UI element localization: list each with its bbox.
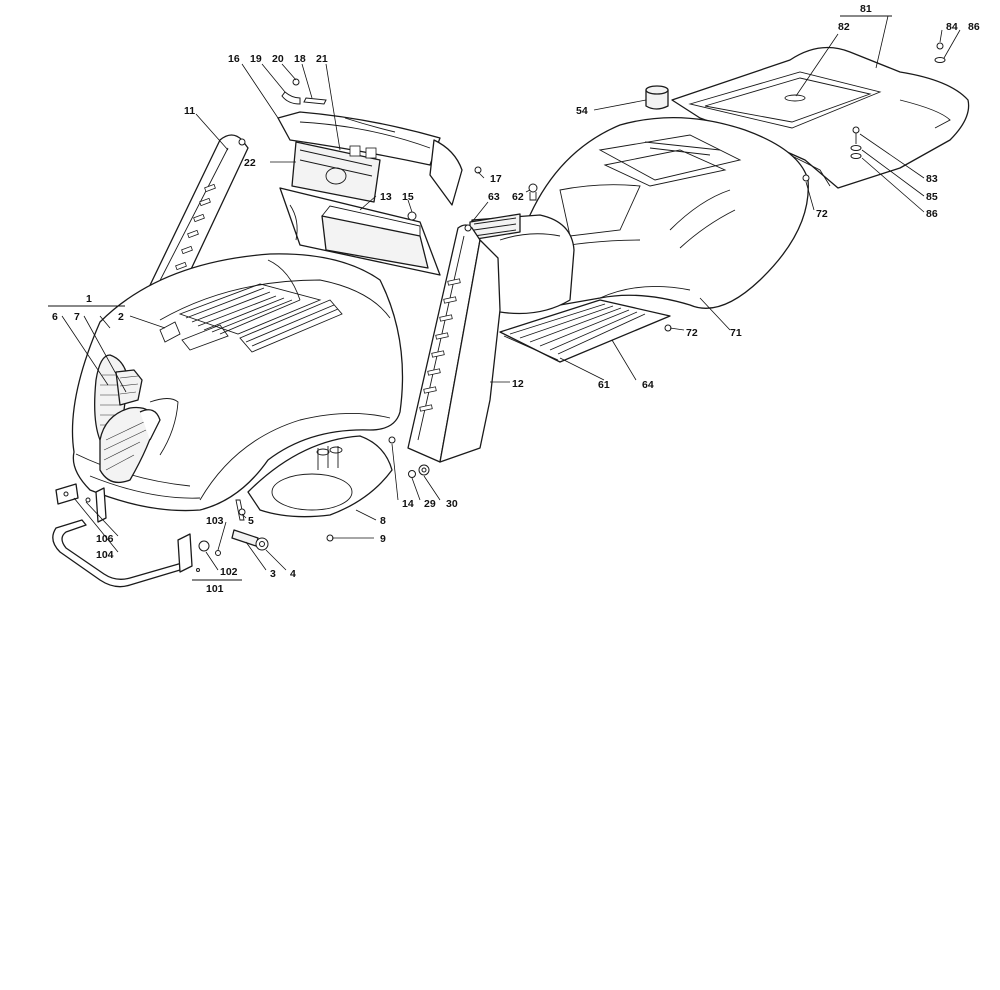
callout-6: 6 <box>52 311 58 323</box>
callout-106: 106 <box>96 533 114 545</box>
dash-panel-16 <box>277 111 463 206</box>
callout-71: 71 <box>730 327 742 339</box>
callout-29: 29 <box>424 498 436 510</box>
callout-2: 2 <box>118 311 124 323</box>
callout-21: 21 <box>316 53 328 65</box>
callout-17: 17 <box>490 173 502 185</box>
callout-101: 101 <box>206 583 224 595</box>
callout-16: 16 <box>228 53 240 65</box>
callout-19: 19 <box>250 53 262 65</box>
misc-hardware <box>281 42 946 478</box>
callout-9: 9 <box>380 533 386 545</box>
callout-82: 82 <box>838 21 850 33</box>
callout-1: 1 <box>86 293 92 305</box>
callout-62: 62 <box>512 191 524 203</box>
callout-3: 3 <box>270 568 276 580</box>
callout-30: 30 <box>446 498 458 510</box>
callout-5: 5 <box>248 515 254 527</box>
callout-15: 15 <box>402 191 414 203</box>
callout-8: 8 <box>380 515 386 527</box>
panel-12-slots <box>419 278 461 412</box>
hood-vent-2 <box>159 283 343 353</box>
callout-54: 54 <box>576 105 588 117</box>
side-panel-12 <box>407 224 501 463</box>
callout-4: 4 <box>290 568 296 580</box>
rear-fender-81 <box>671 46 970 189</box>
callout-64: 64 <box>642 379 654 391</box>
callout-22: 22 <box>244 157 256 169</box>
callout-labels: 1 2 3 4 5 6 7 8 9 11 12 13 14 15 16 17 1… <box>52 3 980 595</box>
headlight-7 <box>99 398 179 484</box>
callout-85: 85 <box>926 191 938 203</box>
callout-13: 13 <box>380 191 392 203</box>
callout-63: 63 <box>488 191 500 203</box>
callout-20: 20 <box>272 53 284 65</box>
dash-shelf-13 <box>279 187 441 276</box>
leader-lines <box>48 15 961 581</box>
callout-12: 12 <box>512 378 524 390</box>
footboard-mat-64 <box>499 299 672 363</box>
callout-7: 7 <box>74 311 80 323</box>
pan-8 <box>247 435 393 542</box>
hood-1 <box>71 253 404 512</box>
pivot-hardware <box>231 499 269 551</box>
callout-86-side: 86 <box>926 208 938 220</box>
rear-body-71 <box>513 116 810 313</box>
callout-86-top: 86 <box>968 21 980 33</box>
cup-54 <box>645 85 669 110</box>
callout-83: 83 <box>926 173 938 185</box>
callout-14: 14 <box>402 498 414 510</box>
bumper-101 <box>52 483 221 588</box>
callout-61: 61 <box>598 379 610 391</box>
callout-103: 103 <box>206 515 224 527</box>
callout-72-lower: 72 <box>686 327 698 339</box>
callout-11: 11 <box>184 105 195 117</box>
callout-18: 18 <box>294 53 306 65</box>
callout-102: 102 <box>220 566 238 578</box>
callout-72-upper: 72 <box>816 208 828 220</box>
callout-104: 104 <box>96 549 114 561</box>
callout-81: 81 <box>860 3 872 15</box>
callout-84: 84 <box>946 21 958 33</box>
